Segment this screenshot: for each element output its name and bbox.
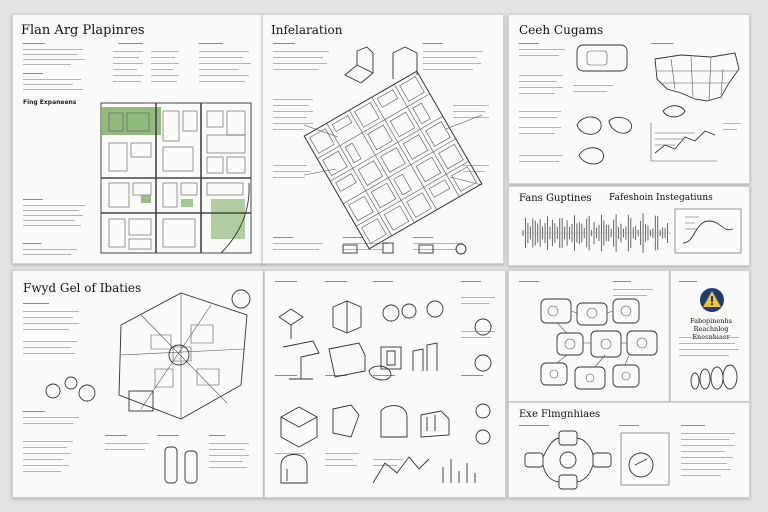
flow-gauge-sketch (620, 432, 670, 486)
badge-sheet: Fabopinenhs Reachnlog Enesnhiaer (670, 270, 750, 402)
frequency-title-left: Fans Guptines (519, 193, 592, 204)
warning-badge-icon (700, 288, 724, 312)
sketch-sheet (264, 270, 506, 498)
rock-sketches (576, 116, 632, 165)
frequency-sheet: Fans Guptines Fafeshoin Instegatiuns (508, 186, 750, 266)
info-sheet-title: Infelaration (271, 23, 343, 37)
field-sheet-title: Fwyd Gel of Ibaties (23, 281, 142, 295)
map-outline (654, 52, 740, 118)
module-sketches (342, 242, 467, 255)
axonometric-city-drawing (303, 70, 483, 250)
cylinder-sketches (164, 446, 198, 484)
flow-sheet: Exe Flmgnhiaes (508, 402, 750, 498)
geo-sheet: Ceeh Cugams (508, 14, 750, 184)
field-map-drawing (118, 289, 251, 420)
flow-sheet-title: Exe Flmgnhiaes (519, 409, 601, 420)
geo-sheet-title: Ceeh Cugams (519, 23, 604, 37)
sample-bowls-sketch (45, 376, 96, 402)
plan-sheet: Flan Arg Plapinres Fing Expaneens (12, 14, 264, 264)
info-sheet: Infelaration (262, 14, 504, 264)
frequency-bars-drawing (521, 213, 671, 253)
curve-sketch (674, 208, 742, 254)
device-sketch (576, 44, 628, 72)
network-diagram-drawing (540, 298, 658, 390)
product-sketches-drawing (278, 300, 492, 484)
bracket-sketch (344, 46, 418, 84)
site-plan-drawing (100, 102, 252, 254)
field-sheet: Fwyd Gel of Ibaties (12, 270, 264, 498)
plan-sheet-subtitle: Fing Expaneens (23, 99, 77, 106)
geo-chart (650, 123, 717, 162)
stacked-discs-sketch (690, 364, 738, 390)
plan-sheet-title: Flan Arg Plapinres (21, 23, 145, 38)
badge-heading-rule (679, 281, 697, 283)
network-sheet (508, 270, 670, 402)
flow-loop-drawing (524, 430, 612, 490)
frequency-title-right: Fafeshoin Instegatiuns (609, 193, 713, 203)
